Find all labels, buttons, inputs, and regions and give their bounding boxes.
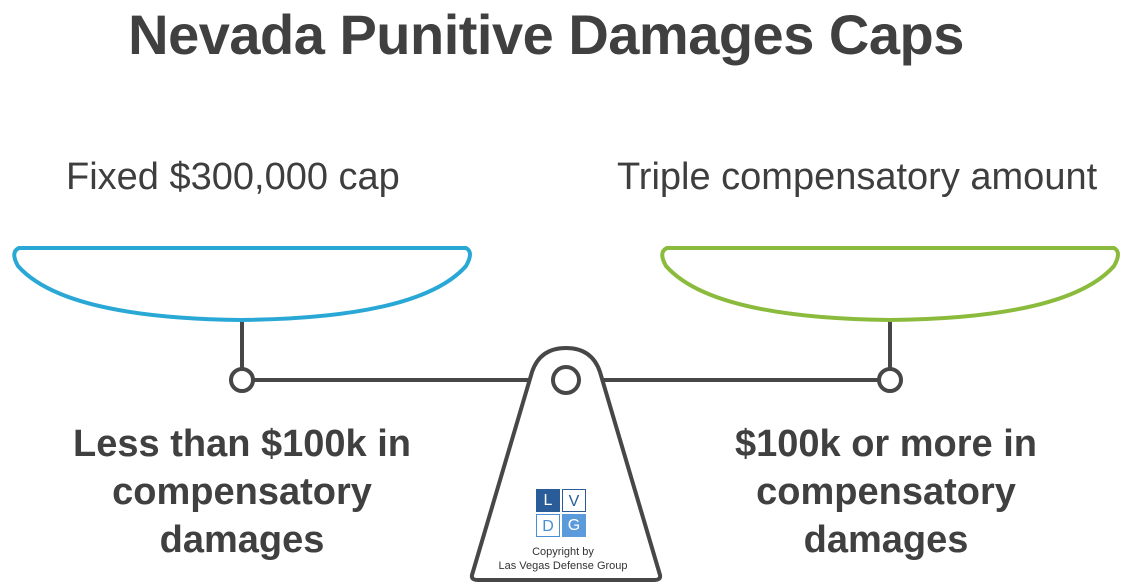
right-pan-bowl: [660, 246, 1120, 323]
lvdg-logo-icon: L V D G: [536, 489, 588, 539]
left-pan-label: Fixed $300,000 cap: [66, 156, 400, 198]
right-pivot-circle: [877, 367, 903, 393]
right-pan-label: Triple compensatory amount: [617, 156, 1098, 198]
logo-letter-l: L: [536, 489, 560, 512]
right-condition-text: $100k or more in compensatory damages: [676, 420, 1096, 564]
left-condition-line-3: damages: [159, 519, 325, 561]
center-pivot-circle: [551, 365, 581, 395]
scale-fulcrum: [469, 346, 663, 582]
right-condition-line-1: $100k or more in: [734, 423, 1038, 465]
left-condition-text: Less than $100k in compensatory damages: [32, 420, 452, 564]
copyright-line-1: Copyright by: [532, 546, 594, 558]
right-condition-line-2: compensatory: [756, 471, 1016, 513]
page-title: Nevada Punitive Damages Caps: [128, 3, 964, 66]
logo-letter-d: D: [536, 514, 560, 537]
right-condition-line-3: damages: [803, 519, 969, 561]
left-pivot-circle: [229, 367, 255, 393]
left-condition-line-2: compensatory: [112, 471, 372, 513]
copyright-notice: Copyright by Las Vegas Defense Group: [470, 545, 656, 573]
logo-letter-v: V: [562, 489, 586, 512]
left-pan-bowl: [12, 246, 472, 323]
logo-letter-g: G: [562, 514, 586, 537]
left-condition-line-1: Less than $100k in: [73, 423, 411, 465]
copyright-line-2: Las Vegas Defense Group: [498, 560, 628, 572]
